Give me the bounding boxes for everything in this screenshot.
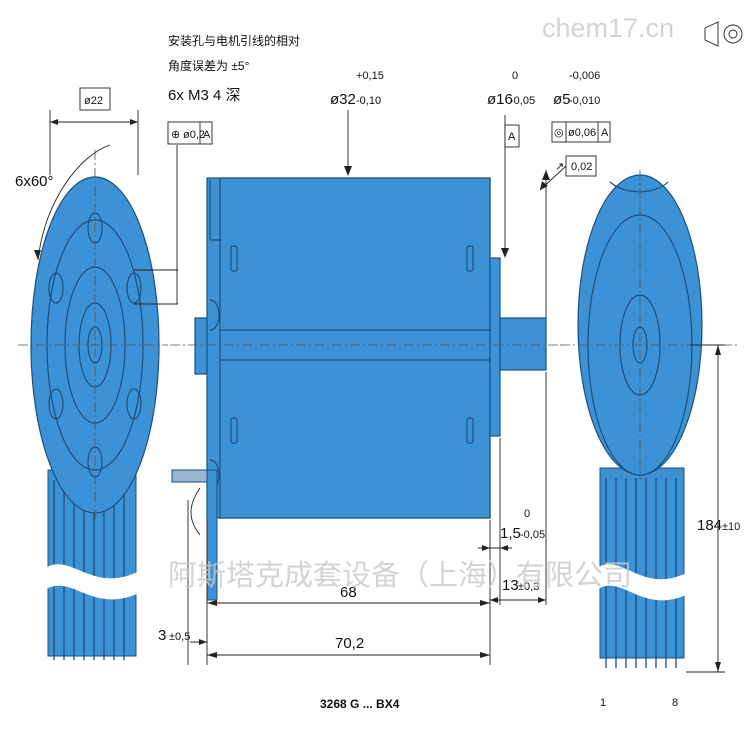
- lead-length-tol: ±10: [722, 521, 740, 533]
- pilot-datum: A: [508, 131, 516, 143]
- concentricity-datum: A: [601, 127, 609, 139]
- shaft-length: 13: [502, 577, 519, 594]
- body-length: 68: [340, 584, 357, 601]
- projection-symbol-icon: [704, 21, 743, 47]
- angle-label: 6x60°: [15, 173, 54, 190]
- front-view: [18, 87, 178, 660]
- pilot-dia-lower: -0,05: [510, 95, 535, 107]
- pilot-length-lower: -0,05: [520, 529, 545, 541]
- position-datum: A: [203, 129, 211, 141]
- bolt-circle-dia: ø22: [84, 95, 103, 107]
- pin-last: 8: [672, 697, 678, 709]
- concentricity-value: ø0,06: [568, 127, 596, 139]
- rear-offset-tol: ±0,5: [169, 631, 190, 643]
- rear-offset: 3: [158, 627, 166, 644]
- motor-shaft: [499, 317, 547, 371]
- position-value: ø0,2: [183, 129, 205, 141]
- watermark-company: 阿斯塔克成套设备（上海）有限公司: [168, 558, 632, 592]
- rear-view: [560, 170, 740, 673]
- shaft-length-tol: ±0,3: [518, 581, 539, 593]
- concentricity-symbol: ◎: [554, 127, 564, 139]
- body-dia: ø32: [330, 91, 356, 108]
- holes-label: 6x M3 4 深: [168, 87, 241, 104]
- rear-lead-wires: [592, 467, 692, 668]
- pilot-dia: ø16: [487, 91, 513, 108]
- side-view: [167, 110, 611, 665]
- note-line-1: 安装孔与电机引线的相对: [168, 33, 300, 48]
- model-label: 3268 G ... BX4: [320, 697, 400, 711]
- runout-symbol: ↗: [555, 161, 564, 173]
- lead-length: 184: [697, 517, 722, 534]
- body-dia-lower: -0,10: [356, 95, 381, 107]
- note-line-2: 角度误差为 ±5°: [168, 58, 250, 73]
- shaft-dia-lower: -0,010: [569, 95, 600, 107]
- pin-first: 1: [600, 697, 606, 709]
- pilot-length-upper: 0: [524, 508, 530, 520]
- position-symbol: ⊕: [171, 129, 180, 141]
- overall-length: 70,2: [335, 635, 364, 652]
- runout-value: 0,02: [571, 161, 592, 173]
- watermark-top-right: chem17.cn: [542, 13, 674, 43]
- pilot-dia-upper: 0: [512, 70, 518, 82]
- shaft-dia-upper: -0,006: [569, 70, 600, 82]
- shaft-dia: ø5: [553, 91, 571, 108]
- body-dia-upper: +0,15: [356, 70, 384, 82]
- pilot-length: 1,5: [500, 525, 521, 542]
